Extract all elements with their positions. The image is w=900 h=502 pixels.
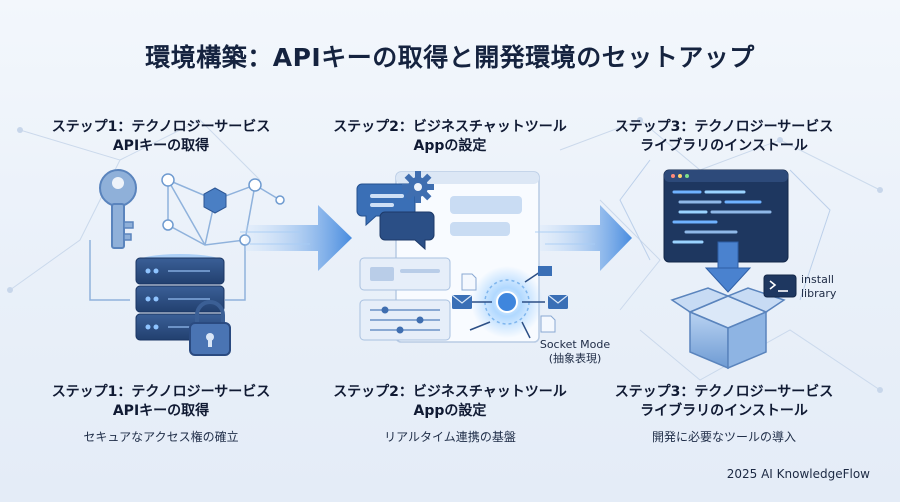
- step2-illustration: [356, 171, 569, 343]
- open-box-icon: [670, 287, 786, 370]
- step3-heading: ステップ3：テクノロジーサービス ライブラリのインストール: [584, 118, 864, 156]
- install-library-label-line1: install: [801, 273, 834, 286]
- step1-caption-line1: ステップ1：テクノロジーサービス: [51, 384, 271, 400]
- socket-hub-icon: [469, 266, 545, 339]
- install-library-label-line2: library: [801, 287, 837, 300]
- envelope-icon: [451, 294, 569, 309]
- key-icon: [99, 169, 137, 249]
- step2-heading: ステップ2：ビジネスチャットツール Appの設定: [310, 118, 590, 156]
- install-library-label: install library: [801, 273, 871, 301]
- step3-caption-line1: ステップ3：テクノロジーサービス: [614, 384, 834, 400]
- step1-illustration: [89, 169, 285, 356]
- step2-heading-line1: ステップ2：ビジネスチャットツール: [333, 119, 567, 135]
- step3-caption-line2: ライブラリのインストール: [640, 403, 808, 419]
- step1-heading: ステップ1：テクノロジーサービス APIキーの取得: [21, 118, 301, 156]
- footer-credit: 2025 AI KnowledgeFlow: [726, 467, 870, 481]
- gear-icon: [402, 171, 434, 203]
- page-title: 環境構築：APIキーの取得と開発環境のセットアップ: [145, 43, 755, 72]
- step3-heading-line1: ステップ3：テクノロジーサービス: [614, 119, 834, 135]
- step2-heading-line2: Appの設定: [413, 138, 487, 154]
- step3-heading-line2: ライブラリのインストール: [640, 138, 808, 154]
- download-arrow-icon: [704, 241, 752, 293]
- chat-bubbles-icon: [356, 183, 435, 251]
- settings-panel: [359, 257, 451, 341]
- flow-arrow-1-icon: [240, 205, 352, 271]
- terminal-icon: [763, 274, 797, 298]
- step1-heading-line1: ステップ1：テクノロジーサービス: [51, 119, 271, 135]
- step1-caption: ステップ1：テクノロジーサービス APIキーの取得: [21, 383, 301, 421]
- background-nodes: [7, 117, 883, 393]
- socket-mode-label-line1: Socket Mode: [539, 338, 611, 351]
- socket-mode-label: Socket Mode (抽象表現): [520, 338, 630, 366]
- code-editor-icon: [663, 169, 789, 263]
- step1-heading-line2: APIキーの取得: [112, 138, 210, 154]
- step3-caption: ステップ3：テクノロジーサービス ライブラリのインストール: [584, 383, 864, 421]
- flow-arrow-2-icon: [535, 205, 632, 271]
- socket-mode-label-line2: (抽象表現): [548, 352, 602, 365]
- document-icon: [461, 266, 556, 333]
- hexagon-node-icon: [203, 187, 227, 214]
- step2-description: リアルタイム連携の基盤: [384, 430, 516, 444]
- padlock-icon: [189, 300, 231, 356]
- step2-caption: ステップ2：ビジネスチャットツール Appの設定: [310, 383, 590, 421]
- step1-description: セキュアなアクセス権の確立: [83, 430, 239, 444]
- step3-illustration: [619, 159, 831, 370]
- step3-description: 開発に必要なツールの導入: [651, 430, 796, 444]
- step2-caption-line2: Appの設定: [413, 403, 487, 419]
- step1-caption-line2: APIキーの取得: [112, 403, 210, 419]
- step2-caption-line1: ステップ2：ビジネスチャットツール: [333, 384, 567, 400]
